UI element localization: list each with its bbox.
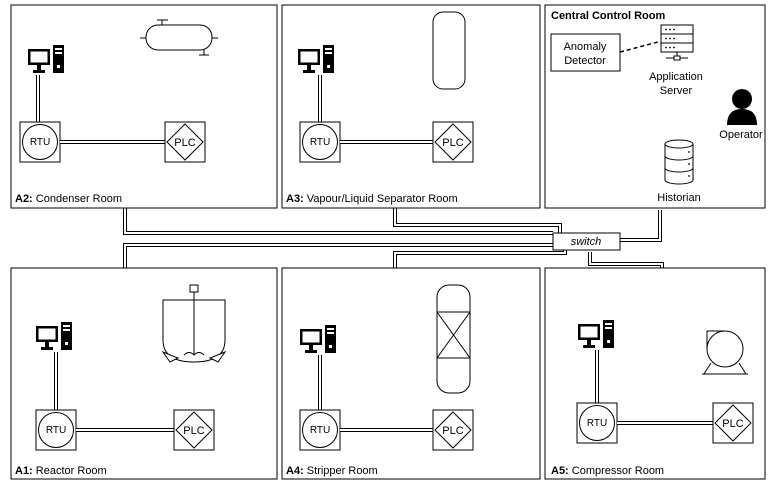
switch-label: switch [571, 236, 602, 248]
room-a5: RTU PLC A5: Compressor Room [544, 267, 766, 480]
rtu-label: RTU [587, 418, 607, 429]
plc-label: PLC [442, 137, 463, 149]
historian-database-icon [664, 139, 694, 185]
plc-label: PLC [183, 425, 204, 437]
room-a3: RTU PLC A3: Vapour/Liquid Separator Room [281, 4, 541, 209]
stripper-column-icon [436, 284, 471, 394]
separator-vessel-icon [432, 11, 466, 90]
room-a4-label: A4: Stripper Room [286, 465, 378, 477]
reactor-vessel-icon [161, 284, 227, 363]
rtu-label: RTU [30, 137, 50, 148]
room-a4: RTU PLC A4: Stripper Room [281, 267, 541, 480]
operator-label: Operator [719, 129, 763, 141]
room-a2-boundary [10, 4, 278, 209]
room-a2: RTU PLC A2: Condenser Room [10, 4, 278, 209]
anomaly-detector-label-1: Anomaly [564, 41, 607, 53]
anomaly-detector-label-2: Detector [564, 55, 606, 67]
control-room-title: Central Control Room [551, 10, 665, 22]
central-control-room: Central Control Room Anomaly Detector Ap… [544, 4, 766, 209]
plc-label: PLC [442, 425, 463, 437]
room-a1: RTU PLC A1: Reactor Room [10, 267, 278, 480]
room-a3-boundary [281, 4, 541, 209]
room-a3-label: A3: Vapour/Liquid Separator Room [286, 193, 458, 205]
historian-label: Historian [657, 192, 700, 204]
room-a5-label: A5: Compressor Room [551, 465, 664, 477]
plc-label: PLC [722, 418, 743, 430]
compressor-icon [702, 330, 748, 375]
anomaly-detector-box [550, 33, 621, 72]
server-icon [660, 24, 694, 61]
network-switch: switch [552, 232, 621, 251]
room-a1-label: A1: Reactor Room [15, 465, 107, 477]
server-label-1: Application [649, 71, 703, 83]
room-a4-boundary [281, 267, 541, 480]
room-a2-label: A2: Condenser Room [15, 193, 122, 205]
rtu-label: RTU [310, 137, 330, 148]
rtu-label: RTU [310, 425, 330, 436]
plc-label: PLC [174, 137, 195, 149]
server-label-2: Server [660, 85, 693, 97]
condenser-vessel-icon [140, 19, 218, 56]
switch-box [552, 232, 621, 251]
rtu-label: RTU [46, 425, 66, 436]
network-wires [123, 205, 664, 268]
operator-icon [727, 89, 757, 125]
